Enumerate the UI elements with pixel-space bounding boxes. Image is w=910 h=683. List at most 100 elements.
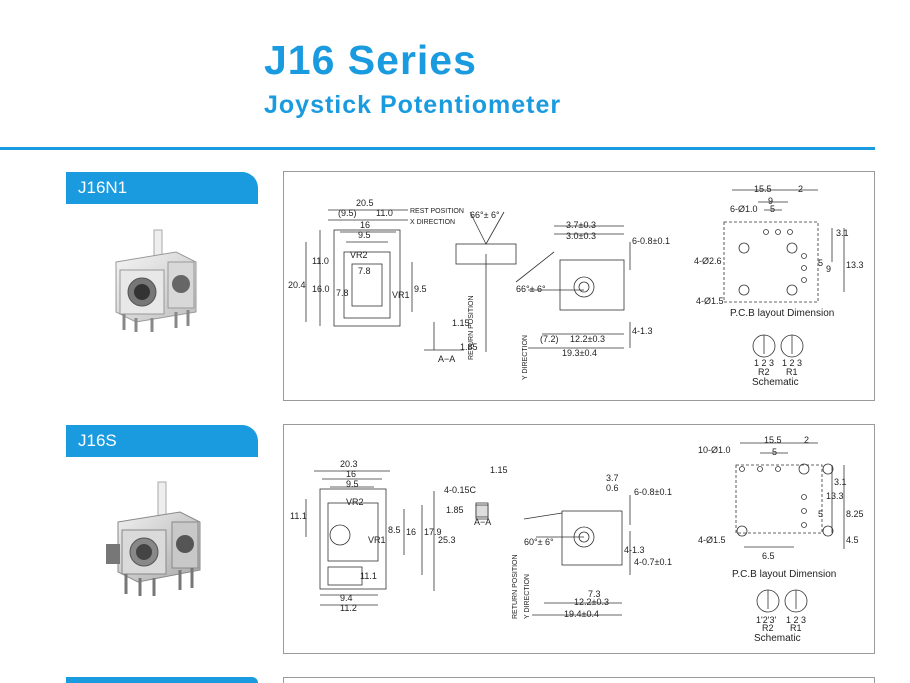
dim-label: 16 (346, 469, 357, 479)
dim-label: 12.2±0.3 (570, 334, 605, 344)
dim-label: 2 (798, 184, 804, 194)
schematic-label: Schematic (754, 633, 801, 644)
dim-label: 16 (360, 220, 371, 230)
angle-label: 66°± 6° (470, 210, 500, 220)
product-photo-j16n1 (115, 229, 197, 332)
product-photo-j16s (106, 481, 201, 596)
page-subtitle: Joystick Potentiometer (264, 91, 562, 119)
schematic-pins-right: 1 2 3 (786, 615, 807, 625)
y-direction-label: Y DIRECTION (522, 335, 529, 380)
front-view-drawing (305, 442, 845, 616)
dim-label: 20.5 (356, 198, 374, 208)
dim-label: 9.5 (358, 230, 371, 240)
return-position-label: RETURN POSITION (468, 295, 475, 360)
dim-label: 7.8 (358, 266, 371, 276)
dim-label: VR2 (346, 497, 364, 507)
dim-label: VR2 (350, 250, 368, 260)
dim-label: 16 (406, 527, 417, 537)
schematic-pins-left: 1'2'3' (756, 615, 777, 625)
dim-label: 1.15 (490, 465, 508, 475)
dim-label: 25.3 (438, 535, 456, 545)
dim-label: 10-Ø1.0 (698, 445, 731, 455)
dim-label: 3.1 (836, 228, 849, 238)
dim-label: 6-0.8±0.1 (634, 487, 672, 497)
dim-label: 8.25 (846, 509, 864, 519)
section-label: A−A (438, 354, 456, 364)
dim-label: 11.2 (340, 603, 357, 613)
dim-label: 15.5 (764, 435, 782, 445)
front-view-drawing (305, 189, 845, 358)
dim-label: 5 (772, 447, 778, 457)
pcb-layout-title: P.C.B layout Dimension (730, 308, 835, 319)
dim-label: 3.1 (834, 477, 847, 487)
dim-label: 19.3±0.4 (562, 348, 597, 358)
section-tab-j16n1: J16N1 (66, 172, 258, 204)
rest-position-label: REST POSITION (410, 208, 464, 215)
dim-label: 6-0.8±0.1 (632, 236, 670, 246)
dim-label: 9 (768, 196, 774, 206)
dim-label: VR1 (368, 535, 386, 545)
dim-label: 1.85 (446, 505, 464, 515)
dim-label: 66°± 6° (516, 284, 546, 294)
schematic-pins-left: 1 2 3 (754, 358, 775, 368)
return-position-label: RETURN POSITION (512, 554, 519, 619)
dim-label: 4-0.7±0.1 (634, 557, 672, 567)
dim-label: 7.8 (336, 288, 349, 298)
dim-label: 11.0 (376, 208, 393, 218)
dim-label: 15.5 (754, 184, 772, 194)
dim-label: 4-Ø2.6 (694, 256, 722, 266)
dim-label: 1.15 (452, 318, 470, 328)
dim-label: 5 (770, 204, 776, 214)
dim-label: 3.7 (606, 473, 619, 483)
dim-label: 12.2±0.3 (574, 597, 609, 607)
schematic-label: Schematic (752, 377, 799, 388)
drawing-panel-j16s: 20.3 16 9.5 VR2 VR1 8.5 16 17.9 25.3 11.… (283, 424, 875, 654)
dim-label: 8.5 (388, 525, 401, 535)
dim-label: 9 (826, 264, 832, 274)
dim-label: 2 (804, 435, 810, 445)
page-title: J16 Series (264, 37, 477, 83)
dim-label: 9.5 (414, 284, 427, 294)
header-divider (0, 147, 875, 150)
drawing-panel-next (283, 677, 875, 683)
dim-label: 13.3 (846, 260, 864, 270)
dim-label: 9.5 (346, 479, 359, 489)
schematic-pins-right: 1 2 3 (782, 358, 803, 368)
dim-label: 4-0.15C (444, 485, 477, 495)
dim-label: 0.6 (606, 483, 619, 493)
section-tab-next (66, 677, 258, 683)
dim-label: 5 (818, 258, 824, 268)
dim-label: 11.1 (360, 571, 377, 581)
schematic-name-right: R1 (786, 367, 798, 377)
schematic-name-left: R2 (762, 623, 774, 633)
dim-label: 16.0 (312, 284, 330, 294)
dim-label: 20.3 (340, 459, 358, 469)
dim-label: VR1 (392, 290, 410, 300)
dim-label: 11.1 (290, 511, 307, 521)
dim-label: 20.4 (288, 280, 306, 290)
section-tab-j16s: J16S (66, 425, 258, 457)
dim-label: 6.5 (762, 551, 775, 561)
dim-label: 17.9 (424, 527, 442, 537)
dim-label: 11.0 (312, 256, 329, 266)
section-label: A−A (474, 517, 492, 527)
y-direction-label: Y DIRECTION (524, 574, 531, 619)
drawing-panel-j16n1: 20.5 (9.5) 11.0 16 9.5 VR2 7.8 VR1 7.8 1… (283, 171, 875, 401)
angle-label: 60°± 6° (524, 537, 554, 547)
dim-label: 19.4±0.4 (564, 609, 599, 619)
dim-label: 13.3 (826, 491, 844, 501)
dim-label: 4-1.3 (624, 545, 645, 555)
dim-label: 1.85 (460, 342, 478, 352)
schematic-name-left: R2 (758, 367, 770, 377)
dim-label: 3.0±0.3 (566, 231, 596, 241)
schematic-name-right: R1 (790, 623, 802, 633)
dim-label: 4.5 (846, 535, 859, 545)
dim-label: 9.4 (340, 593, 353, 603)
dim-label: 4-1.3 (632, 326, 653, 336)
x-direction-label: X DIRECTION (410, 219, 456, 226)
dim-label: (7.2) (540, 334, 559, 344)
dim-label: 3.7±0.3 (566, 220, 596, 230)
dim-label: 6-Ø1.0 (730, 204, 758, 214)
dim-label: 7.3 (588, 589, 601, 599)
pcb-layout-title: P.C.B layout Dimension (732, 569, 837, 580)
